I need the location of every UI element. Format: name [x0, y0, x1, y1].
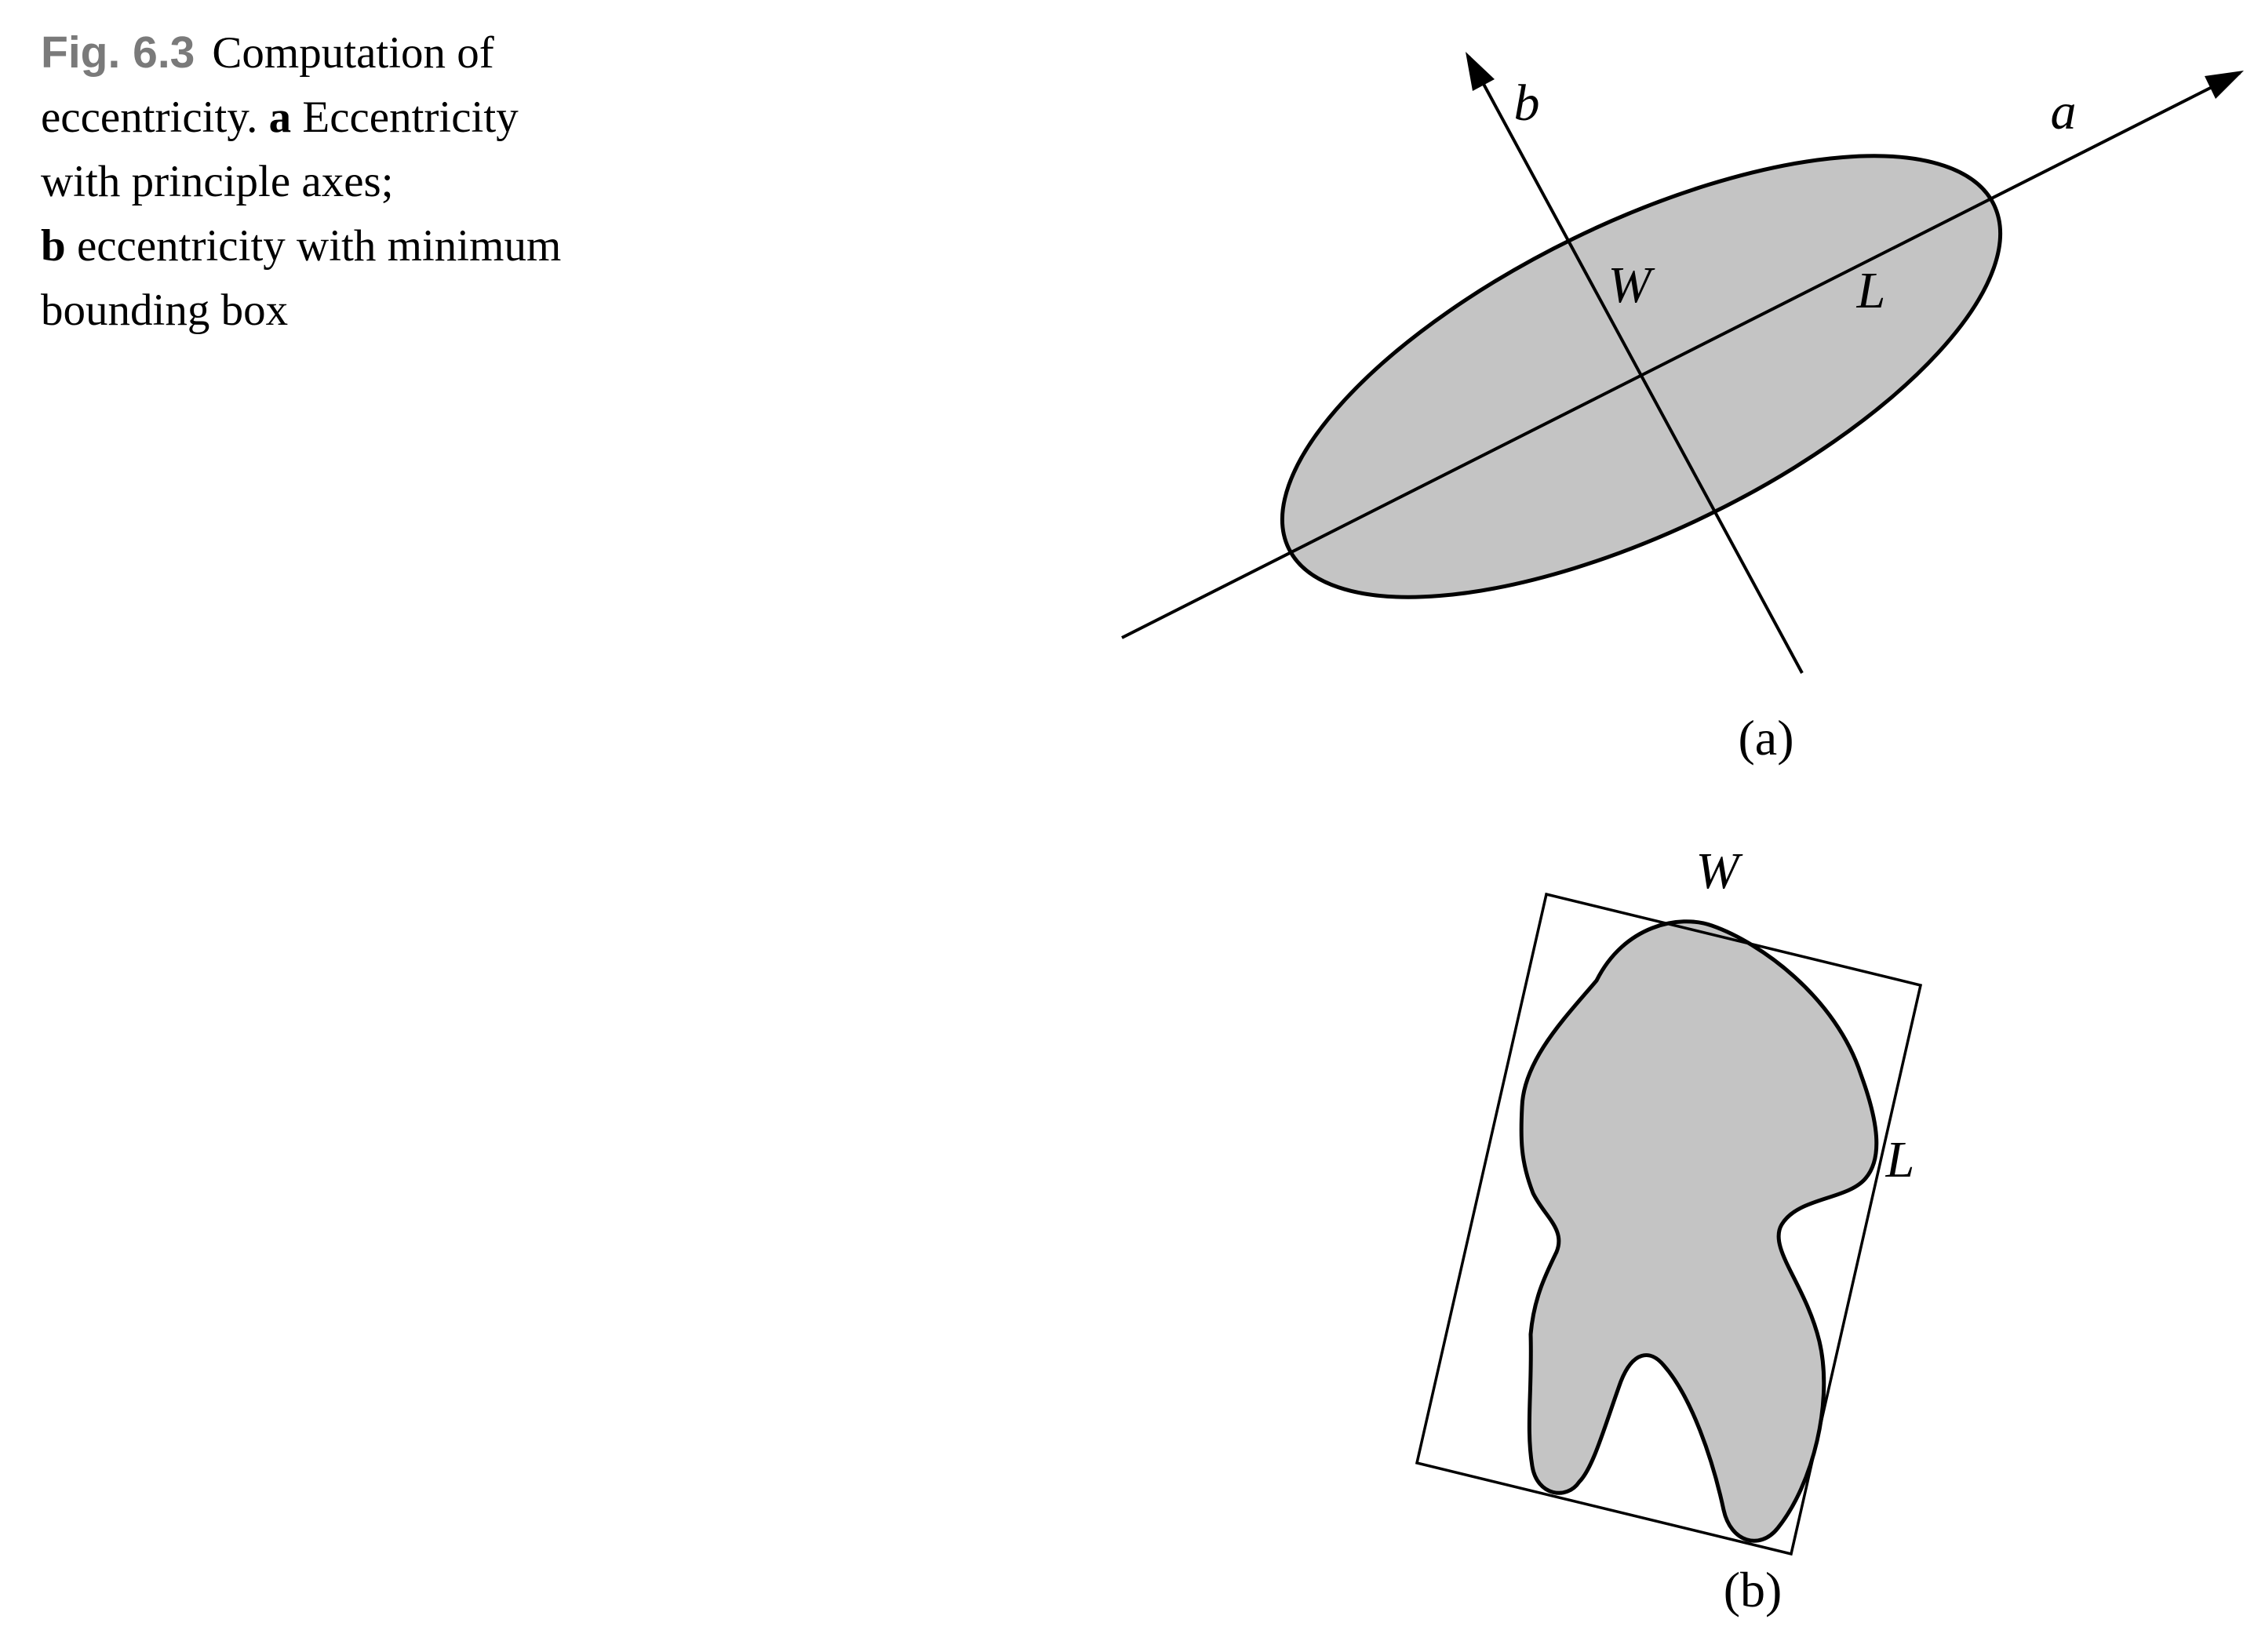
caption-line-4: b eccentricity with minimum [41, 214, 561, 278]
blob-region [1519, 919, 1879, 1543]
caption-line-3: with principle axes; [41, 150, 561, 214]
caption-text-1: Computation of [212, 28, 494, 78]
panel-a-diagram: b a W L (a) [1121, 52, 2244, 766]
minimum-bounding-box [1415, 892, 1923, 1556]
width-label-b: W [1696, 847, 1743, 900]
caption-text-2b: Eccentricity [302, 93, 519, 142]
axis-b-label: b [1514, 75, 1540, 132]
axis-a-label: a [2051, 83, 2077, 140]
axis-b-arrowhead-icon [1466, 52, 1495, 91]
figure-number: Fig. 6.3 [41, 27, 195, 78]
caption-bold-a: a [268, 93, 292, 142]
caption-bold-b: b [41, 221, 66, 271]
caption-line-5: bounding box [41, 278, 561, 343]
length-label-b: L [1885, 1131, 1915, 1188]
caption-text-4: eccentricity with minimum [76, 221, 562, 271]
panel-a-tag: (a) [1738, 710, 1793, 766]
caption-text-2a: eccentricity. [41, 93, 258, 142]
figure-caption: Fig. 6.3 Computation of eccentricity. a E… [41, 20, 561, 343]
caption-text-3: with principle axes; [41, 157, 394, 206]
panel-b-diagram: W L (b) [1415, 847, 1923, 1617]
principal-axis-b-line [1467, 56, 1804, 674]
caption-line-1: Fig. 6.3 Computation of [41, 20, 561, 86]
caption-text-5: bounding box [41, 286, 289, 335]
caption-line-2: eccentricity. a Eccentricity [41, 86, 561, 150]
length-label-a: L [1856, 262, 1886, 319]
axis-a-arrowhead-icon [2205, 71, 2244, 99]
width-label-a: W [1608, 257, 1655, 314]
principal-axis-a-line [1121, 71, 2241, 639]
panel-b-tag: (b) [1724, 1562, 1783, 1617]
